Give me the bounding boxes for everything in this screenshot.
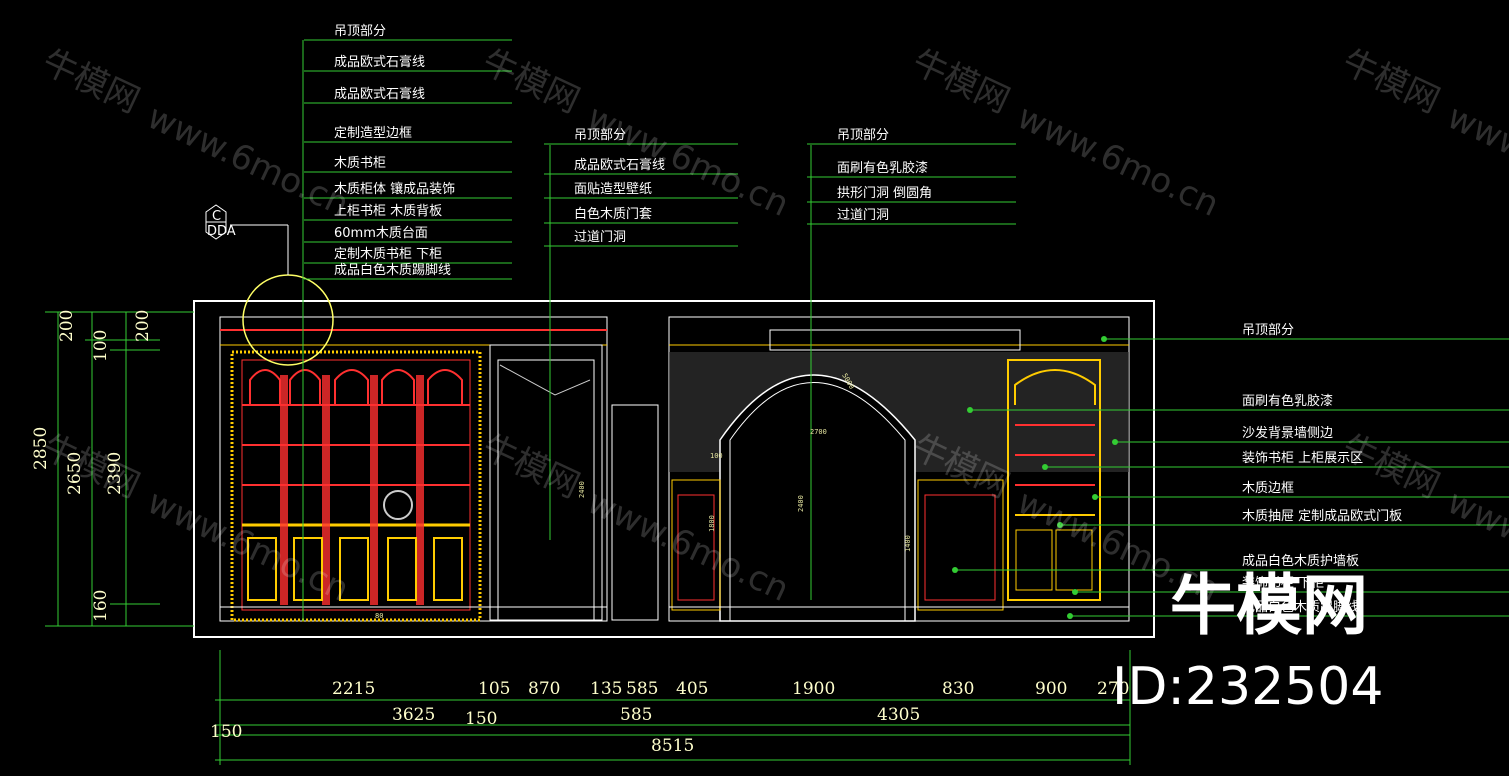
mid-label-3: 白色木质门套 xyxy=(574,206,652,222)
mid-label-4: 过道门洞 xyxy=(574,230,626,245)
watermark-brand-5: 牛模网 xyxy=(476,427,585,506)
dim-row1-1: 105 xyxy=(478,679,510,699)
watermark-brand-6: 牛模网 xyxy=(906,427,1015,506)
width-dimensions xyxy=(215,650,1131,765)
watermark-brand-1: 牛模网 xyxy=(476,42,585,121)
dim-side-a: 100 xyxy=(710,452,723,460)
dim-row1-5: 405 xyxy=(676,679,708,699)
center-label-3: 过道门洞 xyxy=(837,208,889,223)
brand-id: ID:232504 xyxy=(1112,657,1383,717)
dim-height-inner: 2390 xyxy=(105,452,125,495)
left-label-3: 定制造型边框 xyxy=(334,126,412,141)
left-label-1: 成品欧式石膏线 xyxy=(334,54,425,70)
dim-side-c: 1800 xyxy=(708,515,716,532)
left-label-9: 成品白色木质踢脚线 xyxy=(334,262,451,278)
dim-row3-b: 150 xyxy=(465,709,497,729)
arch-wall xyxy=(668,316,1130,622)
center-label-2: 拱形门洞 倒圆角 xyxy=(837,186,932,201)
dim-total: 8515 xyxy=(651,736,694,756)
left-label-2: 成品欧式石膏线 xyxy=(334,86,425,102)
dim-row1-2: 870 xyxy=(528,679,560,699)
dim-bottom: 160 xyxy=(91,590,111,622)
right-label-1: 面刷有色乳胶漆 xyxy=(1242,393,1333,409)
dim-row2-b: 585 xyxy=(620,705,652,725)
dim-row1-8: 900 xyxy=(1035,679,1067,699)
dim-row1-0: 2215 xyxy=(332,679,375,699)
watermark-url-4: www.6mo.cn xyxy=(141,482,355,610)
left-label-4: 木质书柜 xyxy=(334,156,386,171)
right-label-2: 沙发背景墙侧边 xyxy=(1242,425,1333,441)
watermark-url-2: www.6mo.cn xyxy=(1011,97,1225,225)
dim-row1-7: 830 xyxy=(942,679,974,699)
drawing-frame xyxy=(193,300,1155,638)
left-label-5: 木质柜体 镶成品装饰 xyxy=(334,181,455,197)
dim-row2-a: 3625 xyxy=(392,705,435,725)
dim-bottom-a: 80 xyxy=(375,612,383,620)
dim-arch-top: 5000 xyxy=(840,372,855,391)
mid-label-1: 成品欧式石膏线 xyxy=(574,157,665,173)
left-label-7: 60mm木质台面 xyxy=(334,226,428,241)
dim-arch-width: 2700 xyxy=(810,428,827,436)
height-dimensions xyxy=(45,311,194,627)
left-label-0: 吊顶部分 xyxy=(334,24,386,39)
watermark-url-7: www.6mo.cn xyxy=(1441,482,1509,610)
callout-code: DDA xyxy=(207,224,236,239)
watermark-brand-4: 牛模网 xyxy=(36,427,145,506)
right-label-4: 木质边框 xyxy=(1242,481,1294,496)
section-callout xyxy=(205,204,334,366)
dim-row3-a: 150 xyxy=(210,722,242,742)
dim-side-b: 1400 xyxy=(904,535,912,552)
right-label-3: 装饰书柜 上柜展示区 xyxy=(1242,451,1363,466)
right-label-6: 成品白色木质护墙板 xyxy=(1242,553,1359,569)
left-label-6: 上柜书柜 木质背板 xyxy=(334,204,442,219)
watermark-url-0: www.6mo.cn xyxy=(141,97,355,225)
dim-row2-c: 4305 xyxy=(877,705,920,725)
mid-label-0: 吊顶部分 xyxy=(574,128,626,143)
right-label-5: 木质抽屉 定制成品欧式门板 xyxy=(1242,509,1402,524)
left-bookcase xyxy=(219,316,659,622)
watermark-brand-2: 牛模网 xyxy=(906,42,1015,121)
dim-top-c: 200 xyxy=(133,310,153,342)
center-label-0: 吊顶部分 xyxy=(837,128,889,143)
watermark-url-5: www.6mo.cn xyxy=(581,482,795,610)
center-label-1: 面刷有色乳胶漆 xyxy=(837,160,928,176)
dim-top-a: 200 xyxy=(57,310,77,342)
callout-letter: C xyxy=(212,209,221,224)
right-label-7: 装饰书柜 下柜 xyxy=(1242,576,1324,591)
dim-height-outer: 2850 xyxy=(31,427,51,470)
watermark-brand-7: 牛模网 xyxy=(1336,427,1445,506)
watermark-brand-3: 牛模网 xyxy=(1336,42,1445,121)
dim-row1-9: 270 xyxy=(1097,679,1129,699)
left-label-8: 定制木质书柜 下柜 xyxy=(334,247,442,262)
dim-row1-4: 585 xyxy=(626,679,658,699)
dim-arch-height: 2400 xyxy=(797,495,805,512)
watermark-brand-0: 牛模网 xyxy=(36,42,145,121)
right-label-0: 吊顶部分 xyxy=(1242,323,1294,338)
dim-row1-3: 135 xyxy=(590,679,622,699)
mid-label-2: 面贴造型壁纸 xyxy=(574,182,652,197)
dim-top-b: 100 xyxy=(91,330,111,362)
watermark-url-3: www.6mo.cn xyxy=(1441,97,1509,225)
dim-row1-6: 1900 xyxy=(792,679,835,699)
right-label-8: 成品白色木质踢脚线 xyxy=(1242,599,1359,615)
brand-name: 牛模网 xyxy=(1170,567,1368,644)
dim-door-height: 2400 xyxy=(578,481,586,498)
dim-height-mid: 2650 xyxy=(65,452,85,495)
